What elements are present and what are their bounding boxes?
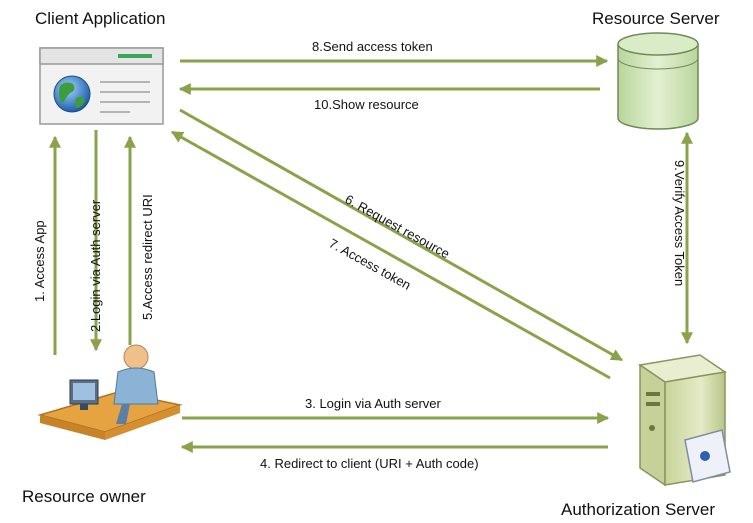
auth-server-label: Authorization Server — [561, 500, 715, 519]
edge-label-10: 10.Show resource — [314, 97, 419, 112]
edge-label-1: 1. Access App — [32, 220, 47, 302]
resource-server-label: Resource Server — [592, 9, 720, 28]
database-icon — [617, 32, 699, 130]
server-icon — [638, 354, 731, 487]
edge-label-5: 5.Access redirect URI — [140, 194, 155, 320]
arrow-access-token — [170, 130, 611, 380]
edge-label-8: 8.Send access token — [312, 39, 433, 54]
browser-window-icon — [39, 47, 164, 125]
edge-label-3: 3. Login via Auth server — [305, 396, 442, 411]
edge-label-2: 2.Login via Auth server — [88, 199, 103, 332]
edge-label-9: 9.Verify Access Token — [672, 160, 687, 286]
arrow-request-resource — [179, 108, 624, 362]
user-at-desk-icon — [37, 344, 183, 440]
client-app-label: Client Application — [35, 9, 165, 28]
edge-label-4: 4. Redirect to client (URI + Auth code) — [260, 456, 479, 471]
resource-owner-label: Resource owner — [22, 487, 146, 506]
